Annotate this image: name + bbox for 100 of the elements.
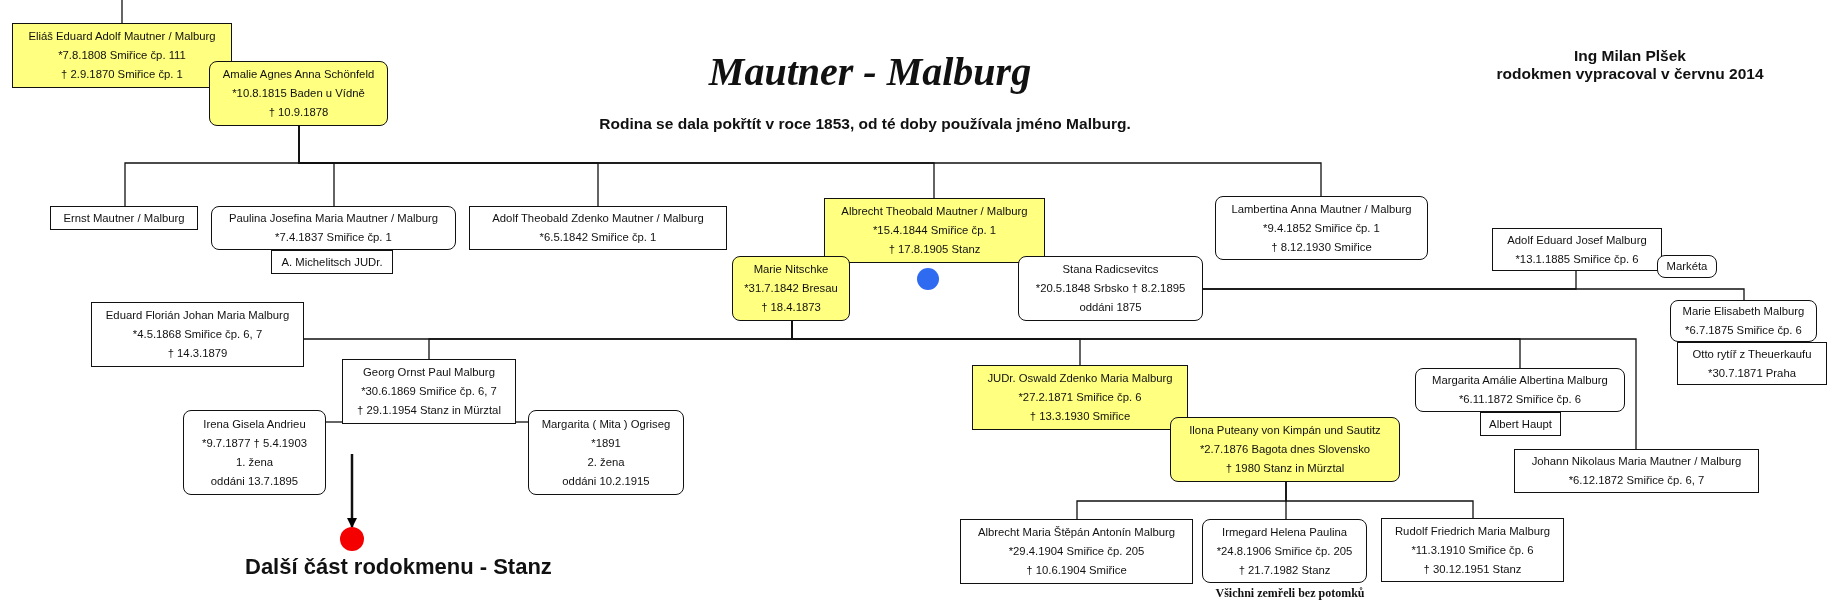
person-detail: † 1980 Stanz in Mürztal xyxy=(1225,461,1345,476)
person-box xyxy=(972,365,1188,430)
person-detail: † 13.3.1930 Smiřice xyxy=(1029,409,1131,424)
person-box xyxy=(528,410,684,495)
person-name: Albert Haupt xyxy=(1489,416,1552,432)
person-box xyxy=(960,519,1193,584)
person-name: Irmegard Helena Paulina xyxy=(1222,524,1347,540)
person-box xyxy=(91,302,304,367)
person-name: Paulina Josefina Maria Mautner / Malburg xyxy=(228,211,439,226)
person-detail: *24.8.1906 Smiřice čp. 205 xyxy=(1216,543,1353,559)
person-detail: *4.5.1868 Smiřice čp. 6, 7 xyxy=(132,327,263,342)
subtitle-text: Rodina se dala pokřtít v roce 1853, od té doby používala jméno Malburg. xyxy=(598,115,1132,133)
person-box xyxy=(1415,368,1625,412)
person-detail: *27.2.1871 Smiřice čp. 6 xyxy=(1018,390,1142,405)
person-detail: † 18.4.1873 xyxy=(761,300,821,315)
family-line xyxy=(1285,481,1474,519)
author-text: Ing Milan Plšek xyxy=(1573,47,1687,65)
person-detail: † 29.1.1954 Stanz in Mürztal xyxy=(357,403,501,418)
person-box xyxy=(1492,228,1662,271)
person-name: A. Michelitsch JUDr. xyxy=(281,254,383,270)
person-detail: *10.8.1815 Baden u Vídně xyxy=(232,86,365,101)
arrow xyxy=(347,454,357,528)
person-detail: † 2.9.1870 Smiřice čp. 1 xyxy=(61,67,183,82)
person-detail: † 10.9.1878 xyxy=(268,105,329,120)
person-box xyxy=(469,206,727,250)
person-box xyxy=(1480,412,1561,436)
author-text: rodokmen vypracoval v červnu 2014 xyxy=(1495,65,1765,83)
person-name: Margarita ( Mita ) Ogriseg xyxy=(541,416,671,432)
person-name: Adolf Eduard Josef Malburg xyxy=(1507,232,1647,248)
person-box xyxy=(342,359,516,424)
person-box xyxy=(1202,519,1367,583)
person-detail: *7.4.1837 Smiřice čp. 1 xyxy=(275,230,392,245)
person-name: Markéta xyxy=(1666,259,1708,274)
person-name: Adolf Theobald Zdenko Mautner / Malburg xyxy=(492,211,704,226)
person-name: Albrecht Theobald Mautner / Malburg xyxy=(841,204,1028,219)
person-box xyxy=(1170,417,1400,482)
person-name: Margarita Amálie Albertina Malburg xyxy=(1432,373,1608,388)
person-detail: † 14.3.1879 xyxy=(167,346,228,361)
person-name: Eliáš Eduard Adolf Mautner / Malburg xyxy=(28,29,216,44)
person-detail: oddáni 10.2.1915 xyxy=(562,473,650,489)
person-name: Amalie Agnes Anna Schönfeld xyxy=(222,67,375,82)
note-text: Všichni zemřeli bez potomků xyxy=(1214,586,1366,601)
person-box xyxy=(1670,300,1817,342)
person-name: Irena Gisela Andrieu xyxy=(203,416,306,432)
person-name: Eduard Florián Johan Maria Malburg xyxy=(105,308,290,323)
person-box xyxy=(211,206,456,250)
person-detail: *7.8.1808 Smiřice čp. 111 xyxy=(58,48,186,63)
person-detail: *11.3.1910 Smiřice čp. 6 xyxy=(1411,542,1534,558)
family-line xyxy=(1202,288,1745,301)
person-name: Marie Nitschke xyxy=(753,262,829,277)
person-box xyxy=(732,256,850,321)
person-detail: oddáni 13.7.1895 xyxy=(210,473,299,489)
family-line xyxy=(325,421,343,423)
person-name: Otto rytíř z Theuerkaufu xyxy=(1692,346,1812,362)
person-detail: † 8.12.1930 Smiřice xyxy=(1271,239,1372,255)
person-box xyxy=(1381,518,1564,582)
person-detail: † 10.6.1904 Smiřice xyxy=(1026,563,1127,578)
person-box xyxy=(1657,255,1717,278)
person-box xyxy=(1018,256,1203,321)
person-detail: *6.7.1875 Smiřice čp. 6 xyxy=(1685,323,1802,338)
person-detail: *30.6.1869 Smiřice čp. 6, 7 xyxy=(361,384,497,399)
person-box xyxy=(1677,342,1827,385)
person-name: JUDr. Oswald Zdenko Maria Malburg xyxy=(987,371,1173,386)
marker-circle xyxy=(340,527,364,551)
person-box xyxy=(183,410,326,495)
family-line xyxy=(121,0,123,24)
person-name: Ernst Mautner / Malburg xyxy=(63,210,185,226)
person-name: Johann Nikolaus Maria Mautner / Malburg xyxy=(1531,454,1742,469)
person-detail: *30.7.1871 Praha xyxy=(1708,365,1796,381)
person-detail: *6.5.1842 Smiřice čp. 1 xyxy=(539,230,657,245)
person-name: Rudolf Friedrich Maria Malburg xyxy=(1394,523,1551,539)
person-detail: *6.11.1872 Smiřice čp. 6 xyxy=(1458,392,1582,407)
person-detail: *29.4.1904 Smiřice čp. 205 xyxy=(1008,544,1145,559)
person-box xyxy=(1514,449,1759,493)
person-box xyxy=(824,198,1045,263)
person-box xyxy=(209,61,388,126)
person-name: Ilona Puteany von Kimpán und Sautitz xyxy=(1189,423,1381,438)
person-box xyxy=(1215,196,1428,260)
person-detail: † 17.8.1905 Stanz xyxy=(888,242,981,257)
person-detail: oddáni 1875 xyxy=(1079,300,1142,315)
person-detail: † 30.12.1951 Stanz xyxy=(1423,561,1522,577)
title: Mautner - Malburg xyxy=(707,48,1033,95)
person-detail: *20.5.1848 Srbsko † 8.2.1895 xyxy=(1035,281,1186,296)
family-line xyxy=(515,421,529,423)
person-detail: *9.4.1852 Smiřice čp. 1 xyxy=(1263,220,1380,236)
person-box xyxy=(271,250,393,274)
person-detail: *1891 xyxy=(591,435,621,451)
person-detail: *13.1.1885 Smiřice čp. 6 xyxy=(1515,251,1639,267)
person-detail: *9.7.1877 † 5.4.1903 xyxy=(202,435,307,451)
person-name: Albrecht Maria Štěpán Antonín Malburg xyxy=(977,525,1176,540)
person-detail: *31.7.1842 Bresau xyxy=(744,281,838,296)
person-name: Lambertina Anna Mautner / Malburg xyxy=(1231,201,1412,217)
person-detail: *15.4.1844 Smiřice čp. 1 xyxy=(872,223,997,238)
person-detail: 2. žena xyxy=(587,454,625,470)
person-name: Georg Ornst Paul Malburg xyxy=(363,365,495,380)
person-box xyxy=(50,206,198,230)
person-detail: † 21.7.1982 Stanz xyxy=(1238,562,1331,578)
person-detail: 1. žena xyxy=(235,454,274,470)
person-detail: *2.7.1876 Bagota dnes Slovensko xyxy=(1199,442,1371,457)
person-detail: *6.12.1872 Smiřice čp. 6, 7 xyxy=(1568,473,1705,488)
